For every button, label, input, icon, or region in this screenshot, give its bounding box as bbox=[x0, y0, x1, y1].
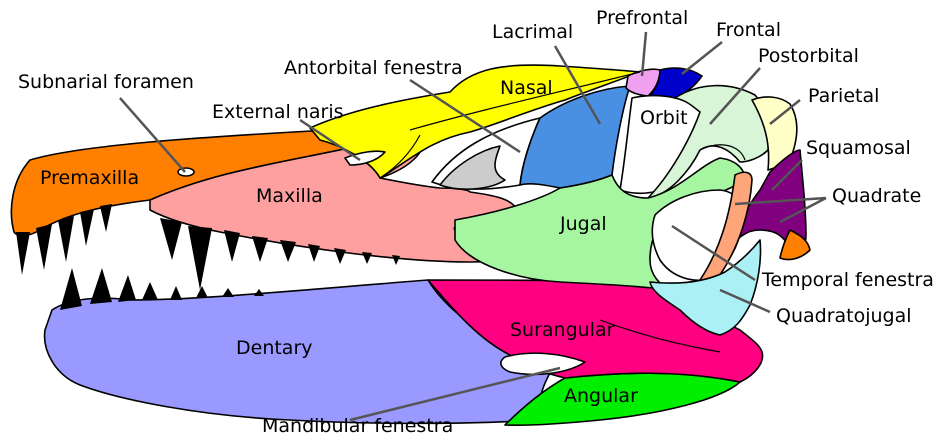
tooth bbox=[308, 244, 320, 262]
tooth bbox=[224, 230, 240, 262]
label-dentary: Dentary bbox=[236, 337, 313, 359]
tooth bbox=[16, 232, 30, 275]
label-quadrate: Quadrate bbox=[832, 185, 921, 207]
tooth bbox=[100, 204, 112, 232]
tooth bbox=[280, 240, 296, 262]
subnarial-foramen bbox=[178, 168, 194, 176]
label-angular: Angular bbox=[564, 385, 638, 407]
tooth bbox=[160, 218, 182, 260]
label-parietal: Parietal bbox=[808, 85, 879, 107]
label-premaxilla: Premaxilla bbox=[40, 167, 139, 189]
label-jugal: Jugal bbox=[559, 213, 607, 235]
label-temporal-fenestra: Temporal fenestra bbox=[761, 269, 934, 291]
label-orbit: Orbit bbox=[640, 107, 688, 129]
label-mandibular-fenestra: Mandibular fenestra bbox=[262, 415, 453, 437]
label-subnarial-foramen: Subnarial foramen bbox=[18, 71, 194, 93]
label-external-naris: External naris bbox=[212, 101, 344, 123]
tooth bbox=[334, 248, 346, 264]
label-frontal: Frontal bbox=[716, 19, 781, 41]
tooth bbox=[60, 268, 82, 310]
label-surangular: Surangular bbox=[510, 319, 615, 341]
tooth bbox=[188, 226, 212, 290]
tooth bbox=[142, 282, 158, 300]
tooth bbox=[170, 286, 182, 300]
frontal-leader bbox=[682, 42, 722, 74]
tooth bbox=[254, 289, 264, 296]
label-maxilla: Maxilla bbox=[256, 185, 323, 207]
tooth bbox=[58, 216, 74, 262]
label-antorbital-fenestra: Antorbital fenestra bbox=[284, 57, 463, 79]
tooth bbox=[196, 286, 208, 298]
label-squamosal: Squamosal bbox=[806, 137, 911, 159]
label-nasal: Nasal bbox=[500, 77, 553, 99]
tooth bbox=[362, 252, 372, 264]
tooth bbox=[252, 236, 268, 262]
label-quadratojugal: Quadratojugal bbox=[776, 305, 912, 327]
tooth bbox=[222, 288, 234, 297]
tooth bbox=[80, 209, 94, 246]
tooth bbox=[392, 255, 400, 265]
label-postorbital: Postorbital bbox=[758, 45, 859, 67]
label-prefrontal: Prefrontal bbox=[596, 7, 688, 29]
tooth bbox=[36, 224, 52, 270]
tooth bbox=[90, 268, 112, 304]
label-lacrimal: Lacrimal bbox=[492, 21, 573, 43]
tooth bbox=[118, 275, 136, 302]
